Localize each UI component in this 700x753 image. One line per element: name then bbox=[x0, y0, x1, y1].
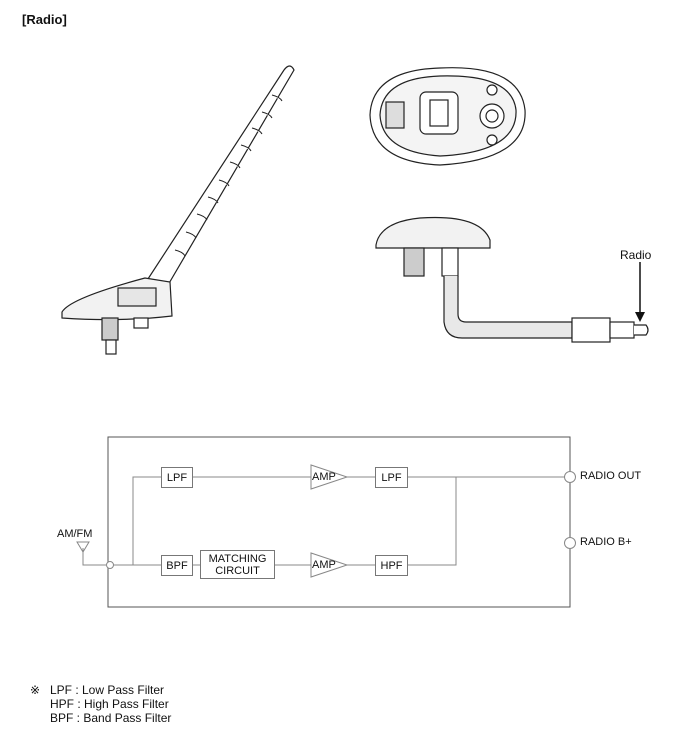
radio-out-terminal: RADIO OUT bbox=[580, 470, 642, 482]
matching-circuit-block: MATCHING CIRCUIT bbox=[200, 550, 275, 579]
amp-block-top: AMP bbox=[312, 471, 336, 483]
block-diagram-wiring bbox=[76, 436, 576, 608]
radio-label: Radio bbox=[620, 248, 652, 262]
am-fm-label: AM/FM bbox=[57, 528, 93, 540]
legend-item: HPF : High Pass Filter bbox=[50, 697, 169, 711]
antenna-base-top-view bbox=[369, 67, 526, 166]
section-title: [Radio] bbox=[22, 12, 67, 27]
lpf-block-top: LPF bbox=[161, 467, 193, 488]
legend-item: LPF : Low Pass Filter bbox=[50, 683, 165, 697]
lpf-block-output: LPF bbox=[375, 467, 408, 488]
reference-mark: ※ bbox=[30, 683, 41, 697]
radio-b-plus-terminal: RADIO B+ bbox=[580, 536, 632, 548]
antenna-base-side-view bbox=[375, 216, 649, 343]
bpf-block: BPF bbox=[161, 555, 193, 576]
mast-antenna-drawing bbox=[61, 65, 295, 355]
abbreviation-legend: ※ LPF : Low Pass Filter HPF : High Pass … bbox=[30, 683, 172, 725]
hpf-block: HPF bbox=[375, 555, 408, 576]
amp-block-bottom: AMP bbox=[312, 559, 336, 571]
legend-item: BPF : Band Pass Filter bbox=[50, 711, 172, 725]
